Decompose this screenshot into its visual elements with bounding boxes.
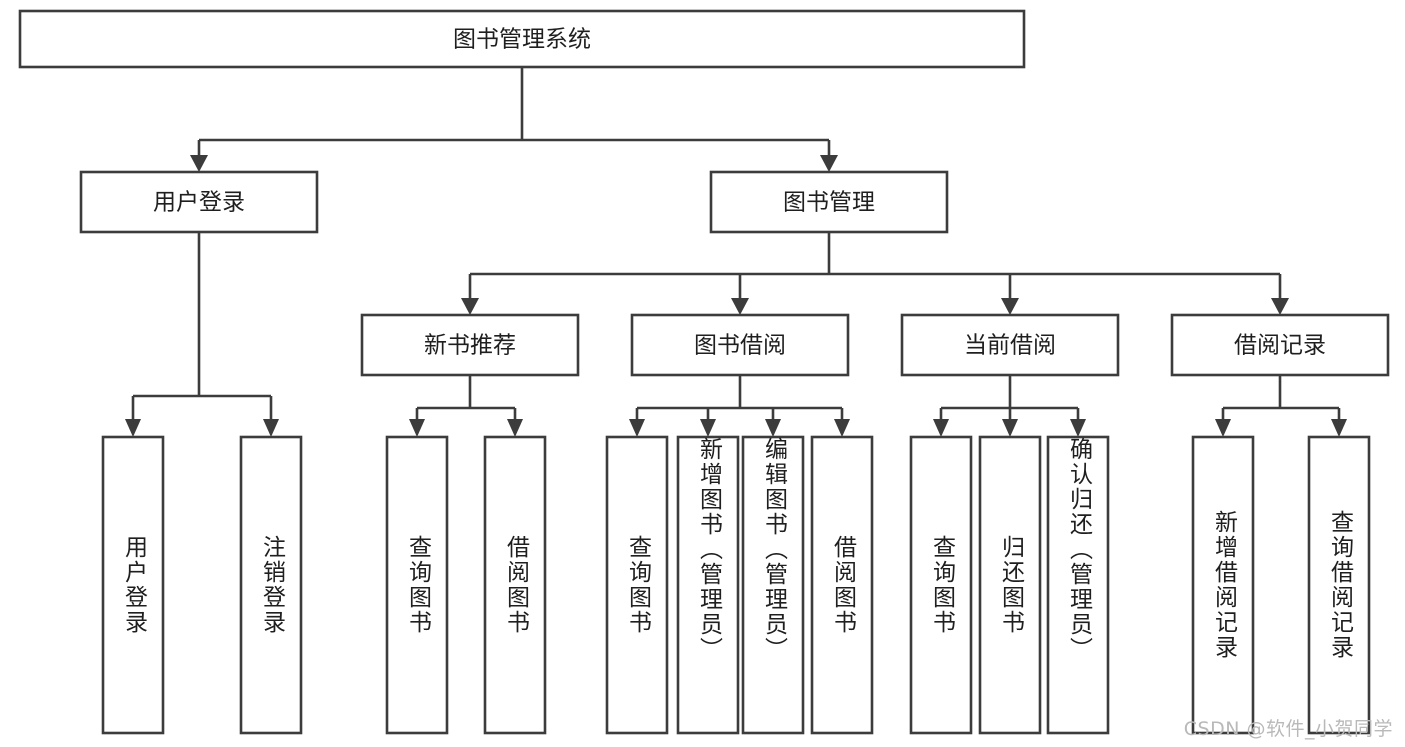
arrow-head-leaf1 <box>125 419 141 437</box>
node-box-leaf11[interactable] <box>1046 435 1110 735</box>
node-box-leaf7[interactable] <box>741 435 805 735</box>
arrow-head-leaf11 <box>1070 419 1086 437</box>
arrow-head-records <box>1271 298 1289 315</box>
node-label-root: 图书管理系统 <box>453 27 591 53</box>
arrow-head-leaf6 <box>700 419 716 437</box>
node-box-bookmgmt[interactable] <box>709 170 949 234</box>
node-label-login: 用户登录 <box>153 190 245 216</box>
node-box-login[interactable] <box>79 170 319 234</box>
arrow-head-leaf10 <box>1002 419 1018 437</box>
watermark-text: CSDN @软件_小贺同学 <box>1183 718 1393 740</box>
node-label-bookmgmt: 图书管理 <box>783 190 875 216</box>
node-box-leaf4[interactable] <box>483 435 547 735</box>
arrow-head-login <box>190 155 208 172</box>
node-box-current[interactable] <box>900 313 1120 377</box>
node-box-leaf13[interactable] <box>1307 435 1371 735</box>
node-box-leaf2[interactable] <box>239 435 303 735</box>
connector-layer <box>125 67 1347 437</box>
node-label-layer: 图书管理系统 用户登录 图书管理 新书推荐 图书借阅 当前借阅 借阅记录 <box>153 27 1326 359</box>
node-box-leaf6[interactable] <box>676 435 740 735</box>
node-label-records: 借阅记录 <box>1234 333 1326 359</box>
node-box-root[interactable] <box>18 9 1026 69</box>
node-box-newbook[interactable] <box>360 313 580 377</box>
node-label-current: 当前借阅 <box>964 333 1056 359</box>
node-box-leaf12[interactable] <box>1191 435 1255 735</box>
node-label-borrow: 图书借阅 <box>694 333 786 359</box>
node-box-leaf5[interactable] <box>605 435 669 735</box>
arrow-head-leaf7 <box>765 419 781 437</box>
arrow-head-borrow <box>731 298 749 315</box>
node-box-leaf10[interactable] <box>978 435 1042 735</box>
node-box-layer <box>18 9 1390 735</box>
node-box-records[interactable] <box>1170 313 1390 377</box>
arrow-head-bookmgmt <box>820 155 838 172</box>
arrow-head-current <box>1001 298 1019 315</box>
arrow-head-leaf3 <box>409 419 425 437</box>
node-box-leaf9[interactable] <box>909 435 973 735</box>
arrow-head-leaf13 <box>1331 419 1347 437</box>
arrow-head-newbook <box>461 298 479 315</box>
node-box-leaf3[interactable] <box>385 435 449 735</box>
node-box-leaf1[interactable] <box>101 435 165 735</box>
arrow-head-leaf9 <box>933 419 949 437</box>
arrow-head-leaf8 <box>834 419 850 437</box>
arrow-head-leaf4 <box>507 419 523 437</box>
arrow-head-leaf12 <box>1215 419 1231 437</box>
node-label-newbook: 新书推荐 <box>424 333 516 359</box>
arrow-head-leaf5 <box>629 419 645 437</box>
node-box-borrow[interactable] <box>630 313 850 377</box>
arrow-head-leaf2 <box>263 419 279 437</box>
node-box-leaf8[interactable] <box>810 435 874 735</box>
